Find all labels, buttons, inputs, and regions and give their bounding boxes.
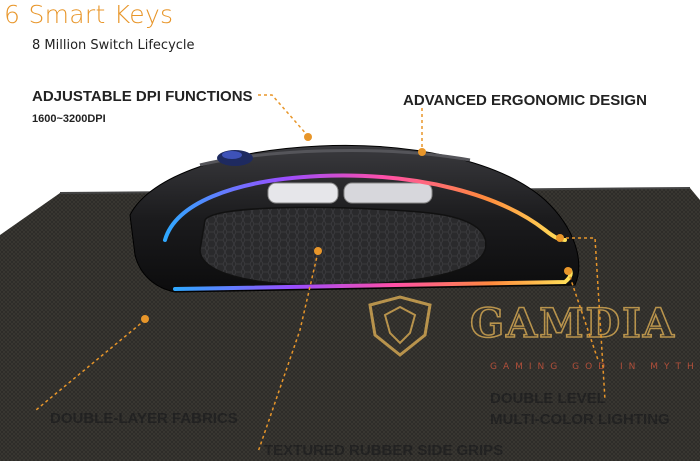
page-subtitle: 8 Million Switch Lifecycle <box>32 38 195 53</box>
svg-text:GAMDIA: GAMDIA <box>470 300 676 347</box>
callout-grips <box>257 251 319 453</box>
label-lighting-line2: MULTI-COLOR LIGHTING <box>490 411 670 428</box>
callout-dots <box>141 133 572 323</box>
label-lighting: DOUBLE LEVEL MULTI-COLOR LIGHTING <box>490 388 670 430</box>
callout-dpi <box>258 94 309 137</box>
gamdias-logo: GAMDIA GAMING GOD IN MYTH <box>368 295 700 372</box>
svg-text:GAMING GOD IN MYTH: GAMING GOD IN MYTH <box>490 362 700 372</box>
page-title: 6 Smart Keys <box>4 0 174 29</box>
label-lighting-line1: DOUBLE LEVEL <box>490 390 606 407</box>
gaming-mouse <box>129 145 580 293</box>
label-ergonomic: ADVANCED ERGONOMIC DESIGN <box>403 92 647 109</box>
label-dpi-functions: ADJUSTABLE DPI FUNCTIONS <box>32 88 253 105</box>
label-dpi-range: 1600~3200DPI <box>32 113 106 125</box>
label-fabrics: DOUBLE-LAYER FABRICS <box>50 410 238 427</box>
callout-lighting <box>560 237 606 401</box>
callouts <box>35 94 606 453</box>
label-grips: TEXTURED RUBBER SIDE GRIPS <box>264 442 504 459</box>
